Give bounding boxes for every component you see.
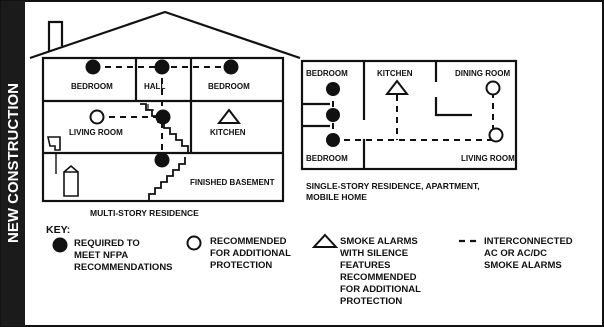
label-kitchen: KITCHEN <box>210 128 246 137</box>
silence-alarm-kitchen <box>216 108 242 124</box>
caption-multi-story: MULTI-STORY RESIDENCE <box>90 208 199 218</box>
recommended-alarm-living-room <box>89 109 105 125</box>
key-interconnect-text: INTERCONNECTED AC OR AC/DC SMOKE ALARMS <box>484 236 575 271</box>
label-bedroom-top: BEDROOM <box>306 69 348 78</box>
required-alarm-hall <box>154 59 170 75</box>
required-alarm-bedroom-mid <box>326 108 340 122</box>
fireplace <box>47 136 61 151</box>
label-bedroom-left: BEDROOM <box>71 82 113 91</box>
key-required-text: REQUIRED TO MEET NFPA RECOMMENDATIONS <box>74 238 173 273</box>
required-alarm-bedroom-left <box>85 59 101 75</box>
caption-single-story-1: SINGLE-STORY RESIDENCE, APARTMENT, <box>306 181 480 191</box>
side-label: NEW CONSTRUCTION <box>5 83 22 243</box>
caption-single-story-2: MOBILE HOME <box>306 192 367 202</box>
label-living-room: LIVING ROOM <box>69 128 123 137</box>
single-story-plan <box>300 59 518 171</box>
key-title: KEY: <box>46 224 70 236</box>
key-recommended-symbol <box>186 235 202 251</box>
label-dining-room: DINING ROOM <box>455 69 510 78</box>
required-alarm-bedroom-top <box>326 82 340 96</box>
label-hall: HALL <box>144 82 165 91</box>
key-silence-symbol <box>311 233 339 248</box>
key-recommended-text: RECOMMENDED FOR ADDITIONAL PROTECTION <box>210 236 293 271</box>
key-silence-text: SMOKE ALARMS WITH SILENCE FEATURES RECOM… <box>340 236 423 307</box>
label-kitchen-single: KITCHEN <box>377 69 413 78</box>
required-alarm-bedroom-right <box>223 59 239 75</box>
staircase-lower <box>148 157 186 201</box>
recommended-alarm-living-room-single <box>488 127 504 143</box>
label-bedroom-bottom: BEDROOM <box>306 154 348 163</box>
required-alarm-bedroom-bottom <box>326 133 340 147</box>
label-living-room-single: LIVING ROOM <box>461 154 515 163</box>
label-bedroom-right: BEDROOM <box>208 82 250 91</box>
water-heater <box>63 164 79 197</box>
key-required-symbol <box>52 237 68 253</box>
required-alarm-basement <box>154 152 170 168</box>
house-walls <box>41 56 285 203</box>
side-bar <box>1 1 25 326</box>
silence-alarm-kitchen-single <box>384 79 410 95</box>
required-alarm-stair-landing <box>155 109 171 125</box>
house-roof <box>29 10 301 60</box>
label-finished-basement: FINISHED BASEMENT <box>190 178 275 187</box>
recommended-alarm-dining-room <box>485 80 501 96</box>
chimney <box>47 20 64 51</box>
